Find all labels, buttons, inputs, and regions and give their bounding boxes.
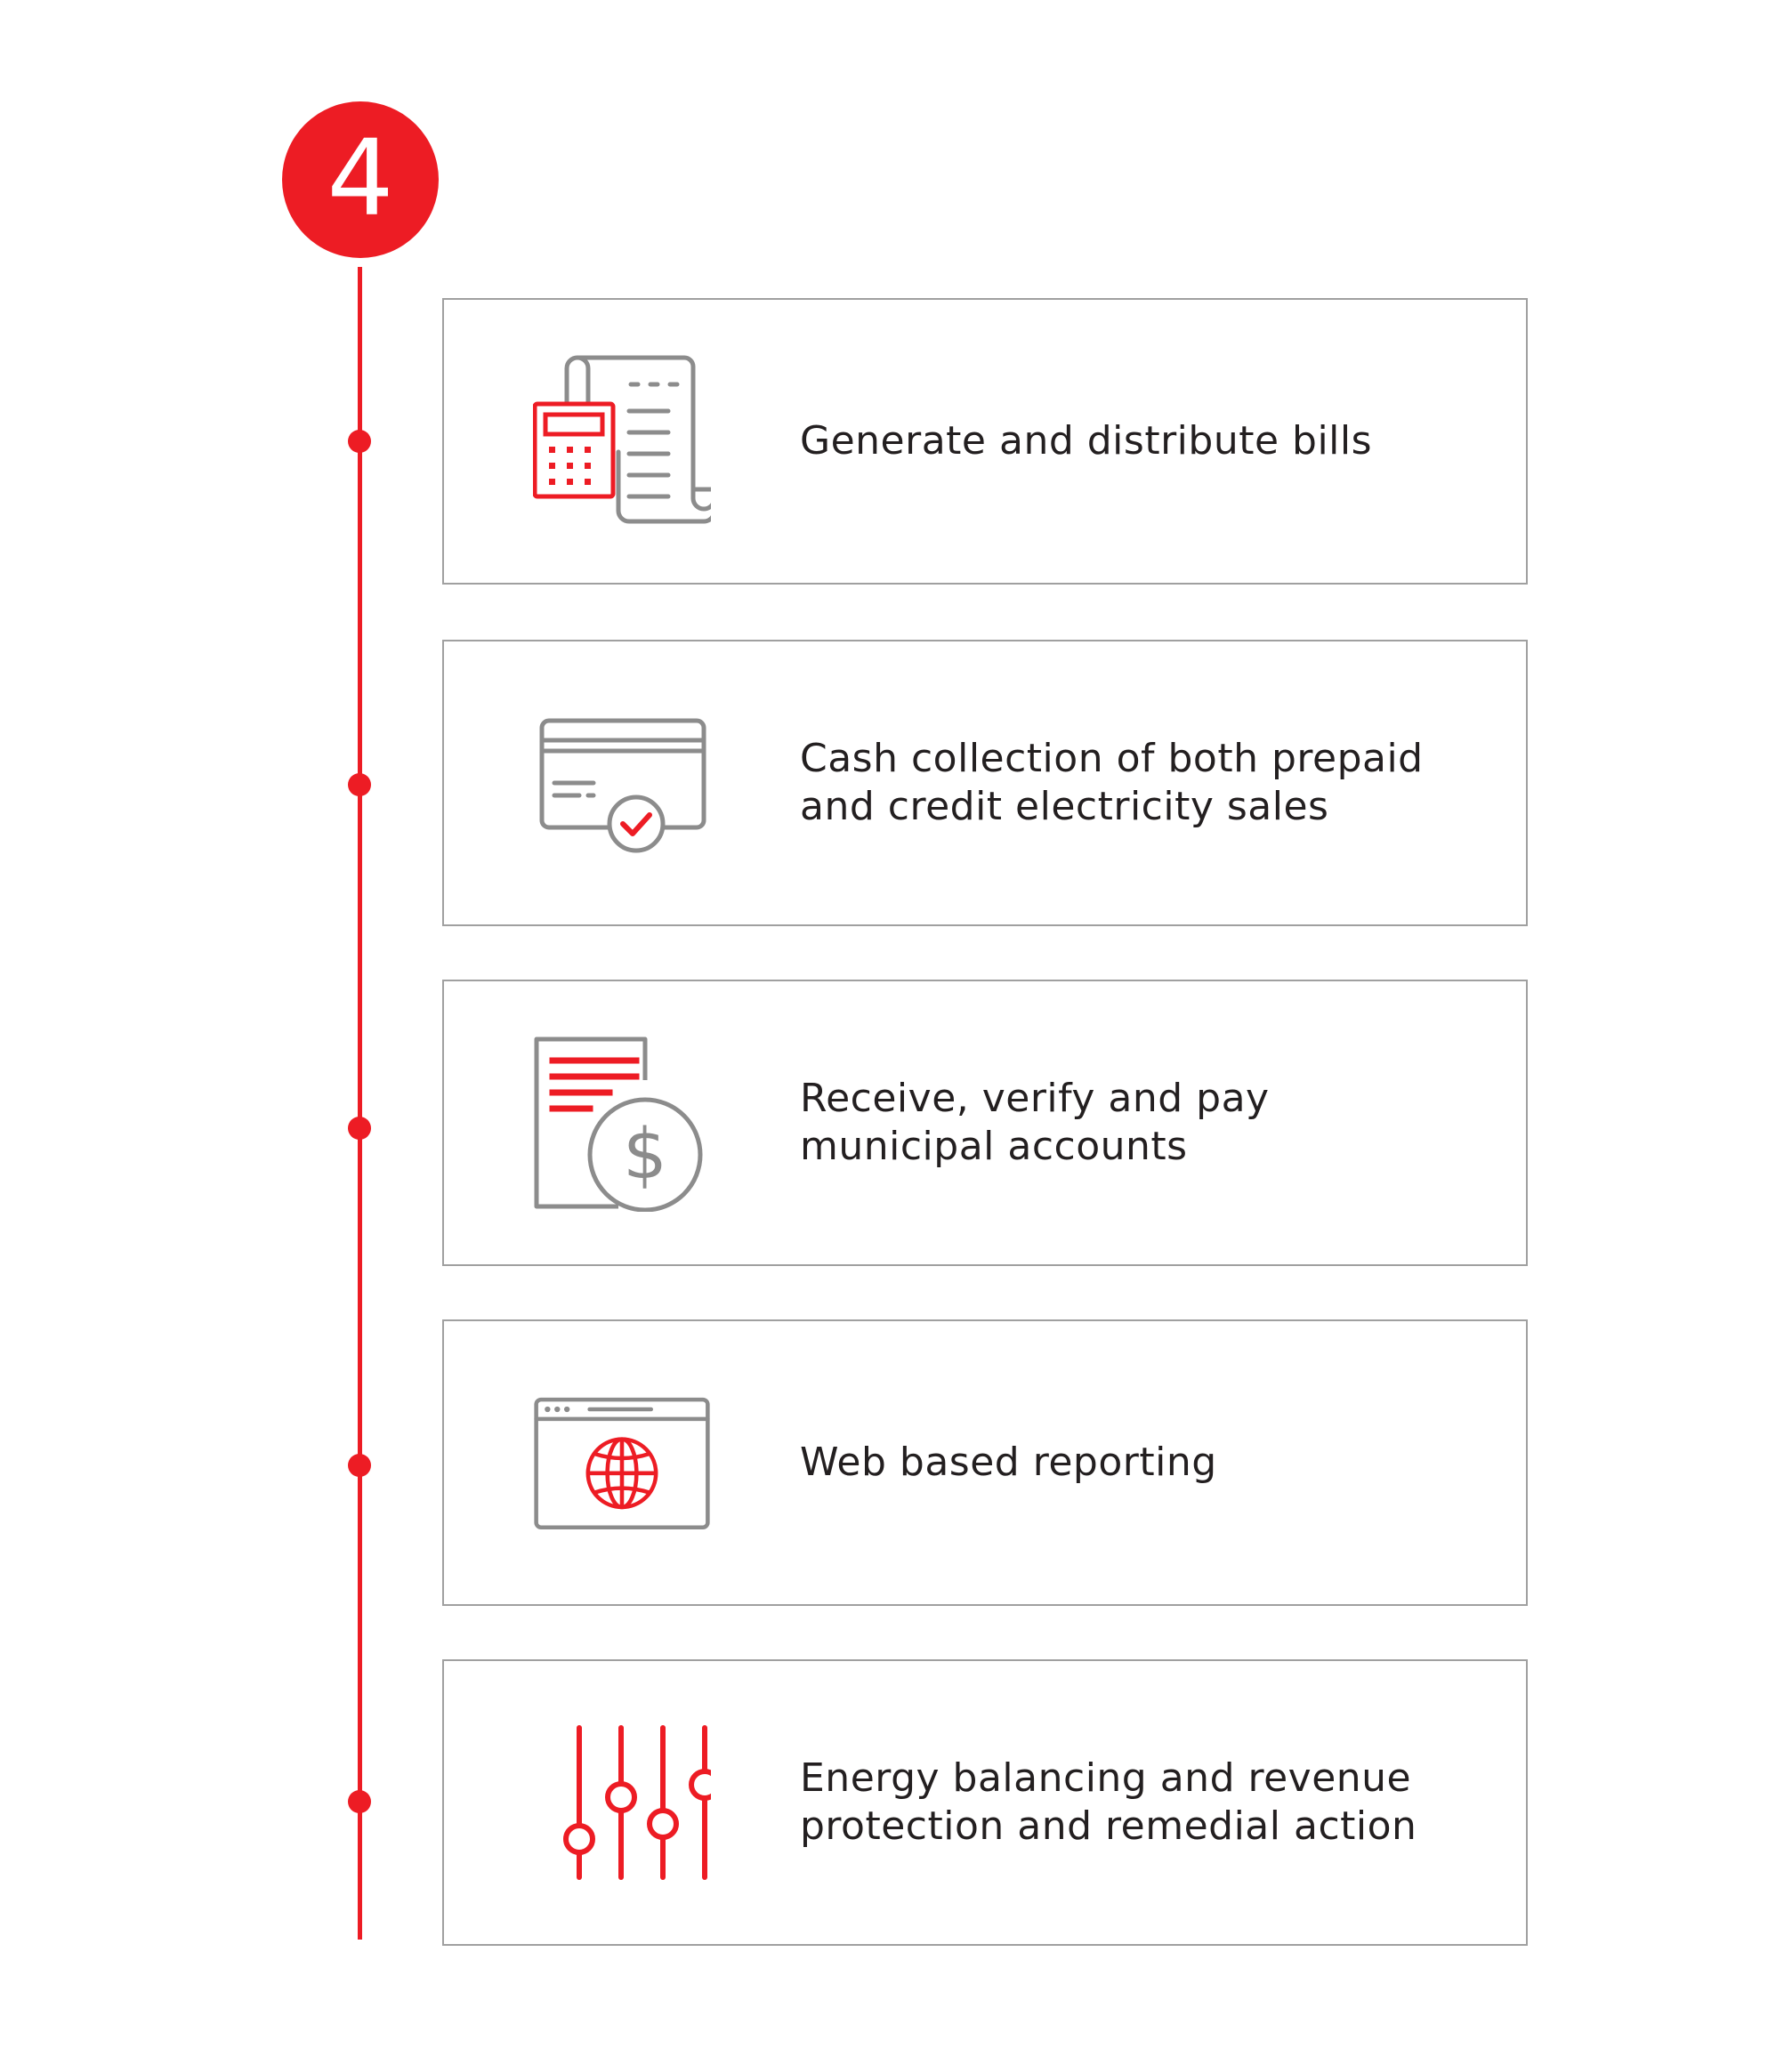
- timeline-dot: [348, 430, 371, 453]
- step-item-card: Web based reporting: [442, 1319, 1528, 1606]
- step-item-text: Web based reporting: [800, 1440, 1217, 1485]
- step-item-card: Generate and distribute bills: [442, 298, 1528, 585]
- step-item-text: Generate and distribute bills: [800, 418, 1373, 464]
- timeline-dot: [348, 773, 371, 796]
- svg-text:$: $: [623, 1115, 667, 1195]
- step-number: 4: [327, 117, 394, 239]
- timeline-dot: [348, 1454, 371, 1477]
- step-number-badge: 4: [282, 101, 439, 258]
- timeline-dot: [348, 1790, 371, 1813]
- step-item-card: $ Receive, verify and pay municipal acco…: [442, 980, 1528, 1266]
- sliders-icon: [533, 1714, 711, 1892]
- invoice-dollar-icon: $: [533, 1034, 711, 1212]
- bill-calculator-icon: [533, 352, 711, 530]
- step-item-card: Cash collection of both prepaid and cred…: [442, 640, 1528, 926]
- timeline-line: [358, 267, 362, 1940]
- credit-card-check-icon: [533, 694, 711, 872]
- browser-globe-icon: [533, 1374, 711, 1552]
- step-item-text: Receive, verify and pay municipal accoun…: [800, 1076, 1270, 1169]
- step-item-text: Energy balancing and revenue protection …: [800, 1755, 1417, 1849]
- timeline-dot: [348, 1117, 371, 1140]
- step-item-text: Cash collection of both prepaid and cred…: [800, 736, 1424, 829]
- step-item-card: Energy balancing and revenue protection …: [442, 1659, 1528, 1946]
